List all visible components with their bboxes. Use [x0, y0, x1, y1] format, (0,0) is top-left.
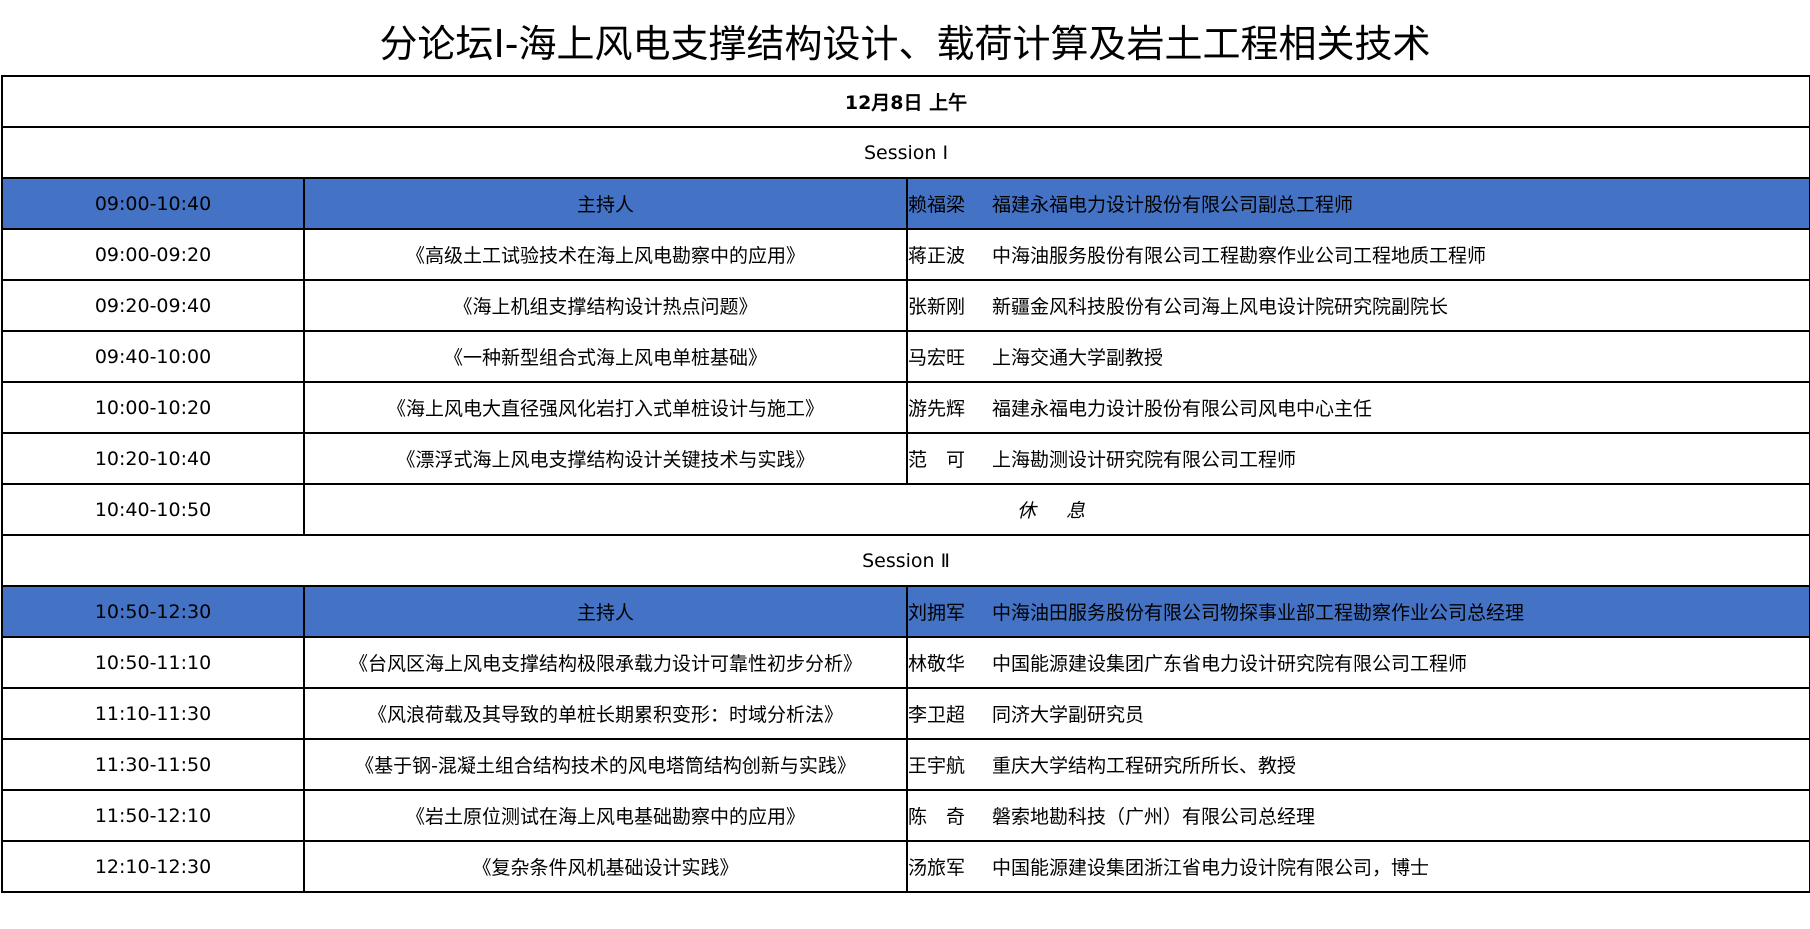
table-row: 11:30-11:50 《基于钢-混凝土组合结构技术的风电塔筒结构创新与实践》 …: [1, 738, 1810, 791]
speaker-affiliation: 磐索地勘科技（广州）有限公司总经理: [992, 806, 1316, 828]
speaker-name: 汤旅军: [908, 857, 966, 879]
talk-speaker: 游先辉 福建永福电力设计股份有限公司风电中心主任: [905, 381, 1810, 434]
talk-speaker: 张新刚 新疆金风科技股份有公司海上风电设计院研究院副院长: [905, 279, 1810, 332]
table-row: 09:20-09:40 《海上机组支撑结构设计热点问题》 张新刚 新疆金风科技股…: [1, 279, 1810, 332]
talk-title: 《高级土工试验技术在海上风电勘察中的应用》: [303, 228, 908, 281]
table-row: 10:50-11:10 《台风区海上风电支撑结构极限承载力设计可靠性初步分析》 …: [1, 636, 1810, 689]
table-row: 12:10-12:30 《复杂条件风机基础设计实践》 汤旅军 中国能源建设集团浙…: [1, 840, 1810, 893]
session-label: Session Ⅱ: [0, 534, 1810, 587]
speaker-affiliation: 重庆大学结构工程研究所所长、教授: [992, 755, 1297, 777]
table-row: 09:00-09:20 《高级土工试验技术在海上风电勘察中的应用》 蒋正波 中海…: [1, 228, 1810, 281]
speaker-name: 蒋正波: [908, 245, 966, 267]
speaker-name: 马宏旺: [908, 347, 966, 369]
talk-title: 《台风区海上风电支撑结构极限承载力设计可靠性初步分析》: [303, 636, 908, 689]
talk-speaker: 李卫超 同济大学副研究员: [905, 687, 1810, 740]
talk-time: 11:10-11:30: [1, 687, 305, 740]
session-label: Session Ⅰ: [0, 126, 1810, 179]
speaker-affiliation: 同济大学副研究员: [992, 704, 1145, 726]
speaker-name: 范 可: [908, 449, 966, 471]
host-row: 09:00-10:40 主持人 赖福梁 福建永福电力设计股份有限公司副总工程师: [1, 177, 1810, 230]
talk-title: 《风浪荷载及其导致的单桩长期累积变形：时域分析法》: [303, 687, 908, 740]
host-affiliation: 中海油田服务股份有限公司物探事业部工程勘察作业公司总经理: [992, 602, 1525, 624]
talk-speaker: 汤旅军 中国能源建设集团浙江省电力设计院有限公司，博士: [905, 840, 1810, 893]
table-row: 11:10-11:30 《风浪荷载及其导致的单桩长期累积变形：时域分析法》 李卫…: [1, 687, 1810, 740]
page-title: 分论坛Ⅰ-海上风电支撑结构设计、载荷计算及岩土工程相关技术: [379, 22, 1431, 66]
talk-title: 《海上风电大直径强风化岩打入式单桩设计与施工》: [303, 381, 908, 434]
break-label: 休 息: [302, 483, 1810, 536]
speaker-name: 林敬华: [908, 653, 966, 675]
host-name: 刘拥军: [908, 602, 966, 624]
talk-speaker: 林敬华 中国能源建设集团广东省电力设计研究院有限公司工程师: [905, 636, 1810, 689]
table-row: 09:40-10:00 《一种新型组合式海上风电单桩基础》 马宏旺 上海交通大学…: [1, 330, 1810, 383]
talk-title: 《海上机组支撑结构设计热点问题》: [303, 279, 908, 332]
table-row: 11:50-12:10 《岩土原位测试在海上风电基础勘察中的应用》 陈 奇 磐索…: [1, 789, 1810, 842]
speaker-name: 王宇航: [908, 755, 966, 777]
talk-title: 《漂浮式海上风电支撑结构设计关键技术与实践》: [303, 432, 908, 485]
break-row: 10:40-10:50 休 息: [1, 483, 1810, 536]
talk-time: 10:50-11:10: [1, 636, 305, 689]
talk-time: 10:00-10:20: [1, 381, 305, 434]
host-row: 10:50-12:30 主持人 刘拥军 中海油田服务股份有限公司物探事业部工程勘…: [1, 585, 1810, 638]
speaker-name: 李卫超: [908, 704, 966, 726]
schedule-table: 12月8日 上午 Session Ⅰ 09:00-10:40 主持人 赖福梁 福…: [0, 75, 1810, 893]
talk-speaker: 范 可 上海勘测设计研究院有限公司工程师: [905, 432, 1810, 485]
host-speaker: 刘拥军 中海油田服务股份有限公司物探事业部工程勘察作业公司总经理: [905, 585, 1810, 638]
talk-speaker: 陈 奇 磐索地勘科技（广州）有限公司总经理: [905, 789, 1810, 842]
host-speaker: 赖福梁 福建永福电力设计股份有限公司副总工程师: [905, 177, 1810, 230]
talk-speaker: 蒋正波 中海油服务股份有限公司工程勘察作业公司工程地质工程师: [905, 228, 1810, 281]
talk-title: 《岩土原位测试在海上风电基础勘察中的应用》: [303, 789, 908, 842]
talk-title: 《复杂条件风机基础设计实践》: [303, 840, 908, 893]
talk-time: 12:10-12:30: [1, 840, 305, 893]
date-header: 12月8日 上午: [0, 75, 1810, 128]
talk-title: 《基于钢-混凝土组合结构技术的风电塔筒结构创新与实践》: [303, 738, 908, 791]
speaker-affiliation: 新疆金风科技股份有公司海上风电设计院研究院副院长: [992, 296, 1449, 318]
speaker-name: 陈 奇: [908, 806, 966, 828]
talk-title: 《一种新型组合式海上风电单桩基础》: [303, 330, 908, 383]
speaker-affiliation: 中国能源建设集团浙江省电力设计院有限公司，博士: [992, 857, 1430, 879]
speaker-affiliation: 上海勘测设计研究院有限公司工程师: [992, 449, 1297, 471]
date-header-row: 12月8日 上午: [0, 75, 1810, 128]
speaker-affiliation: 上海交通大学副教授: [992, 347, 1164, 369]
speaker-affiliation: 中国能源建设集团广东省电力设计研究院有限公司工程师: [992, 653, 1468, 675]
speaker-name: 张新刚: [908, 296, 966, 318]
talk-time: 11:30-11:50: [1, 738, 305, 791]
talk-speaker: 王宇航 重庆大学结构工程研究所所长、教授: [905, 738, 1810, 791]
talk-speaker: 马宏旺 上海交通大学副教授: [905, 330, 1810, 383]
speaker-affiliation: 中海油服务股份有限公司工程勘察作业公司工程地质工程师: [992, 245, 1487, 267]
talk-time: 10:20-10:40: [1, 432, 305, 485]
talk-time: 09:40-10:00: [1, 330, 305, 383]
session-header-row: Session Ⅰ: [0, 126, 1810, 179]
talk-time: 09:20-09:40: [1, 279, 305, 332]
host-role: 主持人: [303, 177, 908, 230]
speaker-affiliation: 福建永福电力设计股份有限公司风电中心主任: [992, 398, 1373, 420]
host-affiliation: 福建永福电力设计股份有限公司副总工程师: [992, 194, 1354, 216]
session-header-row: Session Ⅱ: [0, 534, 1810, 587]
host-name: 赖福梁: [908, 194, 966, 216]
talk-time: 11:50-12:10: [1, 789, 305, 842]
host-role: 主持人: [303, 585, 908, 638]
break-time: 10:40-10:50: [1, 483, 305, 536]
speaker-name: 游先辉: [908, 398, 966, 420]
table-row: 10:00-10:20 《海上风电大直径强风化岩打入式单桩设计与施工》 游先辉 …: [1, 381, 1810, 434]
table-row: 10:20-10:40 《漂浮式海上风电支撑结构设计关键技术与实践》 范 可 上…: [1, 432, 1810, 485]
talk-time: 09:00-09:20: [1, 228, 305, 281]
host-time: 09:00-10:40: [1, 177, 305, 230]
host-time: 10:50-12:30: [1, 585, 305, 638]
